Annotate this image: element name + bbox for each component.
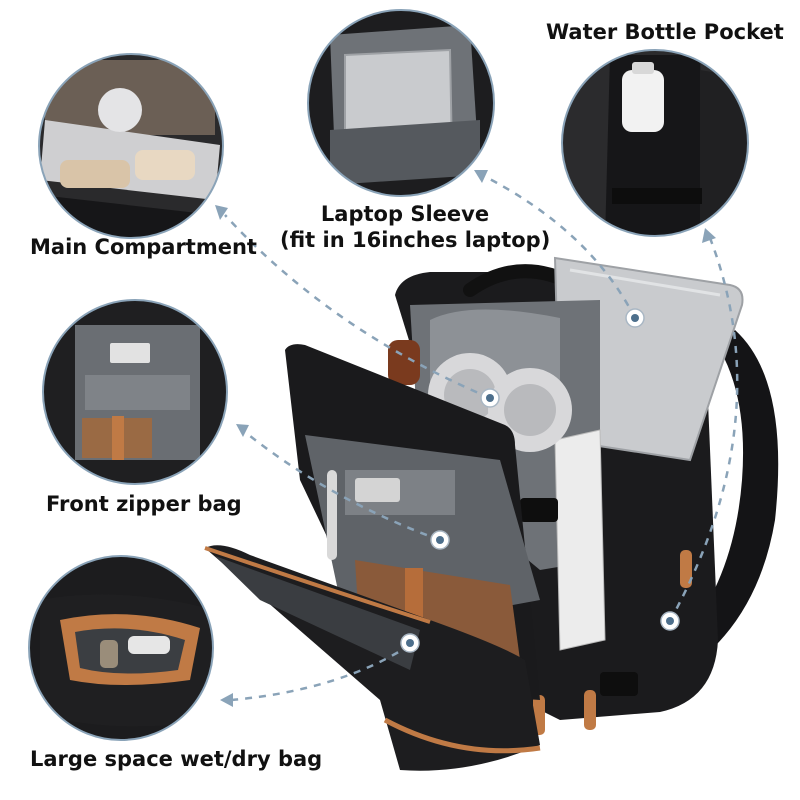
pointer-arrowheads (215, 170, 716, 707)
arrowhead-front (236, 424, 249, 437)
pointer-line-front (244, 431, 441, 542)
arrowhead-wet (220, 693, 233, 707)
pointer-line-wet (231, 643, 411, 702)
backpack-main (204, 256, 779, 771)
label-laptop-sleeve: Laptop Sleeve (fit in 16inches laptop) (280, 201, 551, 253)
pointer-line-main (224, 214, 491, 400)
inset-water-bottle-pocket (561, 49, 749, 237)
pointer-lines (224, 173, 739, 702)
pointer-line-water (668, 237, 739, 622)
label-laptop-sleeve-line2: (fit in 16inches laptop) (280, 228, 551, 252)
inset-main-compartment (38, 53, 224, 239)
pointer-line-laptop (481, 173, 637, 319)
label-front-zipper-bag: Front zipper bag (46, 492, 242, 516)
inset-wet-dry-bag (28, 555, 214, 741)
callout-markers (400, 308, 680, 653)
label-water-bottle-pocket: Water Bottle Pocket (546, 20, 784, 44)
arrowhead-water (702, 228, 716, 243)
label-main-compartment: Main Compartment (30, 235, 257, 259)
inset-front-zipper-bag (42, 299, 228, 485)
label-wet-dry-bag: Large space wet/dry bag (30, 747, 323, 771)
arrowhead-laptop (474, 170, 488, 183)
inset-laptop-sleeve (307, 9, 495, 197)
label-laptop-sleeve-line1: Laptop Sleeve (320, 202, 490, 226)
arrowhead-main (215, 205, 228, 220)
